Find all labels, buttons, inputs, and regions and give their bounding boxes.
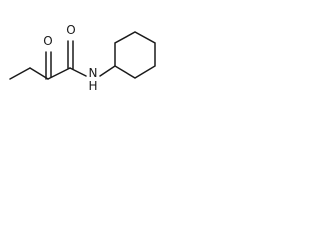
bonds [9,31,156,80]
bond-ch3-ch2 [9,67,31,80]
bond-c1-n [69,67,87,77]
amide-hydrogen-label: H [88,79,97,93]
amide-oxygen-label: O [66,23,75,37]
nitrogen-label: N [89,66,98,80]
cyclohexane-ring [114,31,156,79]
ketone-oxygen-label: O [43,34,52,48]
chemical-structure-diagram: O O N H [9,23,156,93]
bond-c2-c1 [47,67,71,80]
bond-ch2-c2 [29,67,49,80]
atom-labels: O O N H [43,23,97,93]
bond-n-ring [99,65,116,77]
